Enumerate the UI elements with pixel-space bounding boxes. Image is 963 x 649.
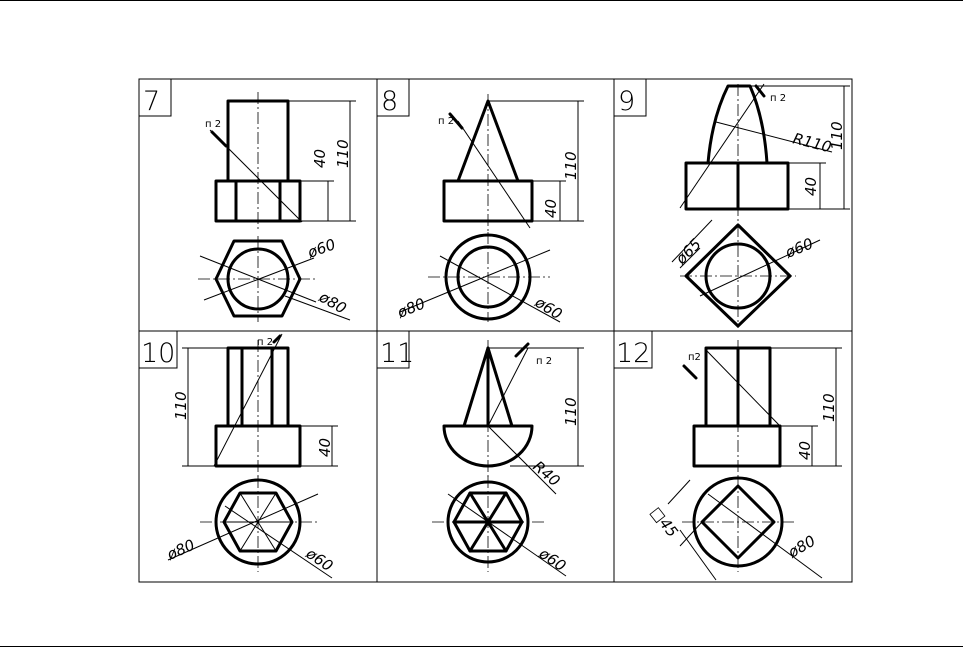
- panel-12-dim-110: 110: [820, 393, 838, 422]
- panel-9-number: 9: [618, 86, 635, 117]
- panel-8-dim-d60: ø60: [531, 293, 565, 324]
- panel-9-label: п 2: [770, 93, 786, 104]
- panel-11-number: 11: [380, 338, 414, 369]
- panel-10-label: п 2: [257, 337, 273, 348]
- panel-12-dim-d80: ø80: [784, 532, 818, 562]
- panel-7-label: п 2: [205, 119, 221, 130]
- panel-8-label: п 2: [438, 116, 454, 127]
- panel-9-dim-r110: R110: [791, 129, 833, 156]
- panel-12-label: п2: [688, 352, 701, 363]
- panel-11-label: п 2: [536, 356, 552, 367]
- panel-7-number-box: [138, 78, 172, 117]
- panel-8-number: 8: [381, 86, 398, 117]
- panel-9: 9 п 2 R110 110 40 ø65 ø60: [613, 78, 850, 328]
- panel-11-dim-110: 110: [562, 397, 580, 426]
- panel-7: 7 п 2 40 110 ø60 ø80: [138, 78, 356, 322]
- panel-10: 10 п 2 110 40 ø80 ø60: [138, 330, 338, 579]
- panel-8-dim-d80: ø80: [394, 294, 428, 322]
- panel-7-number: 7: [143, 86, 160, 117]
- bottom-rule: [0, 646, 963, 647]
- panel-7-dim-40: 40: [311, 149, 329, 168]
- panel-11: 11 п 2 110 R40 ø60: [376, 330, 584, 577]
- panel-12-dim-sq45: □45: [647, 503, 682, 540]
- panel-12-number-box: [613, 330, 653, 369]
- panel-10-dim-40: 40: [316, 438, 334, 457]
- panel-8: 8 п 2 110 40 ø80 ø60: [376, 78, 584, 324]
- panel-9-dim-d60: ø60: [782, 234, 816, 262]
- panel-8-number-box: [376, 78, 410, 117]
- panel-10-number: 10: [141, 338, 175, 369]
- panel-10-dim-110: 110: [172, 391, 190, 420]
- panel-9-dim-40: 40: [802, 177, 820, 196]
- panel-11-dim-d60: ø60: [535, 544, 569, 575]
- panel-7-dim-110: 110: [334, 139, 352, 168]
- panel-12-dim-40: 40: [796, 441, 814, 460]
- panel-9-number-box: [613, 78, 647, 117]
- panel-7-dim-d60: ø60: [304, 235, 338, 262]
- panel-12: 12 п2 110 40 □45 ø80: [613, 330, 842, 581]
- panel-8-dim-110: 110: [562, 151, 580, 180]
- panel-grid: [138, 78, 853, 583]
- panel-8-dim-40: 40: [542, 199, 560, 218]
- panel-12-number: 12: [616, 338, 650, 369]
- panel-11-dim-r40: R40: [529, 457, 563, 490]
- panel-9-dim-110: 110: [828, 121, 846, 150]
- top-rule: [0, 0, 963, 1]
- panel-10-number-box: [138, 330, 178, 369]
- panel-10-dim-d60: ø60: [302, 544, 336, 575]
- panel-11-number-box: [376, 330, 410, 369]
